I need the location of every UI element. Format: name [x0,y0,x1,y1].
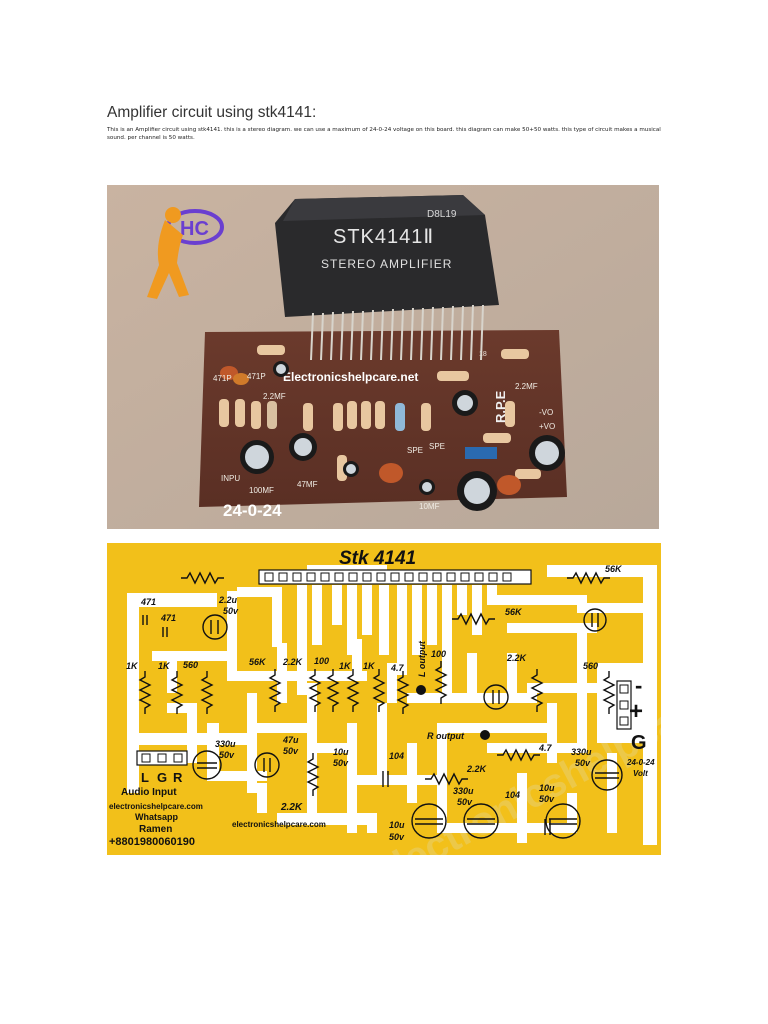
label-cap-330u: 330u [571,747,592,757]
hc-logo: HC [147,207,224,299]
photo-label: -VO [539,408,553,417]
audio-input-label: Audio Input [121,787,177,798]
photo-label: 100MF [249,486,274,495]
input-l-label: L [141,770,149,785]
photo-label: 47MF [297,480,318,489]
label-cap-104: 104 [505,790,520,800]
photo-label: SPE [407,446,423,455]
phone-label: +8801980060190 [109,836,195,848]
l-output-pad [416,685,426,695]
photo-label: 2.2MF [263,392,286,401]
website-label: electronicshelpcare.com [232,820,326,829]
photo-voltage: 24-0-24 [223,501,282,520]
label-cap-330u: 330u [215,739,236,749]
capacitors [220,361,565,511]
label-r-560: 560 [583,661,598,671]
chip-model: STK4141Ⅱ [333,226,434,248]
minus-terminal-label: - [635,673,642,698]
label-r-1k: 1K [363,661,376,671]
label-r-output: R output [427,731,465,741]
photo-brand: R.P.E [493,390,508,423]
label-cap-330u: 330u [453,786,474,796]
label-r-56k: 56K [605,564,623,574]
label-cap-330u-v: 50v [575,758,591,768]
logo-text: HC [180,218,209,240]
label-r-560: 560 [183,660,198,670]
label-r-4-7: 4.7 [390,663,405,673]
photo-website: Electronicshelpcare.net [283,370,418,384]
diagram-capacitors [142,608,623,839]
photo-label: 2.2MF [515,382,538,391]
pin-label-end: 18 [479,351,487,358]
label-cap-10u: 10u [333,747,349,757]
r-output-pad [480,730,490,740]
label-r-1k: 1K [126,661,139,671]
label-r-56k: 56K [249,657,267,667]
label-volt-unit: Volt [633,769,648,778]
chip-code: D8L19 [427,209,457,220]
label-cap-330u-v: 50v [457,797,473,807]
chip-subtitle: STEREO AMPLIFIER [321,257,452,271]
label-cap-10u: 10u [539,783,555,793]
label-cap-330u-v: 50v [219,750,235,760]
label-cap-471a: 471 [140,597,156,607]
diagram-title: Stk 4141 [339,548,416,569]
input-g-label: G [157,770,167,785]
label-r-2k2: 2.2K [506,653,528,663]
label-r-100: 100 [314,656,329,666]
name-label: Ramen [139,824,172,835]
copper-traces [127,565,657,845]
label-voltage: 24-0-24 [626,758,655,767]
label-r-100: 100 [431,649,446,659]
photo-label: INPU [221,474,240,483]
photo-label: +VO [539,422,555,431]
whatsapp-label: Whatsapp [135,812,179,822]
pcb-layout-diagram: electronicshelpcare [107,543,661,855]
photo-label: 10MF [419,502,440,511]
label-cap-47u-v: 50v [283,746,299,756]
plus-terminal-label: + [629,698,643,725]
pcb-photo: HC D8L19 STK4141Ⅱ STEREO AMPLIFIER 18 El… [107,185,659,529]
label-cap-2u2-v: 50v [223,606,239,616]
input-r-label: R [173,770,183,785]
stk-chip: D8L19 STK4141Ⅱ STEREO AMPLIFIER 18 [275,195,499,361]
label-r-2k2: 2.2K [282,657,304,667]
label-r-56k: 56K [505,607,523,617]
label-r-1k: 1K [158,661,171,671]
label-cap-10u-v: 50v [333,758,349,768]
label-r-2k2: 2.2K [280,802,303,813]
label-cap-10u-v: 50v [539,794,555,804]
photo-label: 471P [247,372,266,381]
label-cap-2u2: 2.2u [218,595,238,605]
label-l-output: L output [417,640,427,677]
document-title: Amplifier circuit using stk4141: [107,104,317,121]
ic-header [258,569,532,585]
photo-label: SPE [429,442,445,451]
label-cap-47u: 47u [282,735,299,745]
label-cap-471b: 471 [160,613,176,623]
label-r-1k: 1K [339,661,352,671]
document-description: This is an Amplifier circuit using stk41… [107,127,661,141]
label-cap-10u-v: 50v [389,832,405,842]
resistors [219,345,541,481]
label-r-2k2: 2.2K [466,764,488,774]
ground-terminal-label: G [631,732,647,754]
label-cap-10u: 10u [389,820,405,830]
website-label: electronicshelpcare.com [109,802,203,811]
photo-label: 471P [213,374,232,383]
label-r-4-7: 4.7 [538,743,553,753]
label-cap-104: 104 [389,751,404,761]
power-connector [616,680,632,730]
audio-input-connector [136,750,188,766]
diagram-resistors [138,571,616,796]
